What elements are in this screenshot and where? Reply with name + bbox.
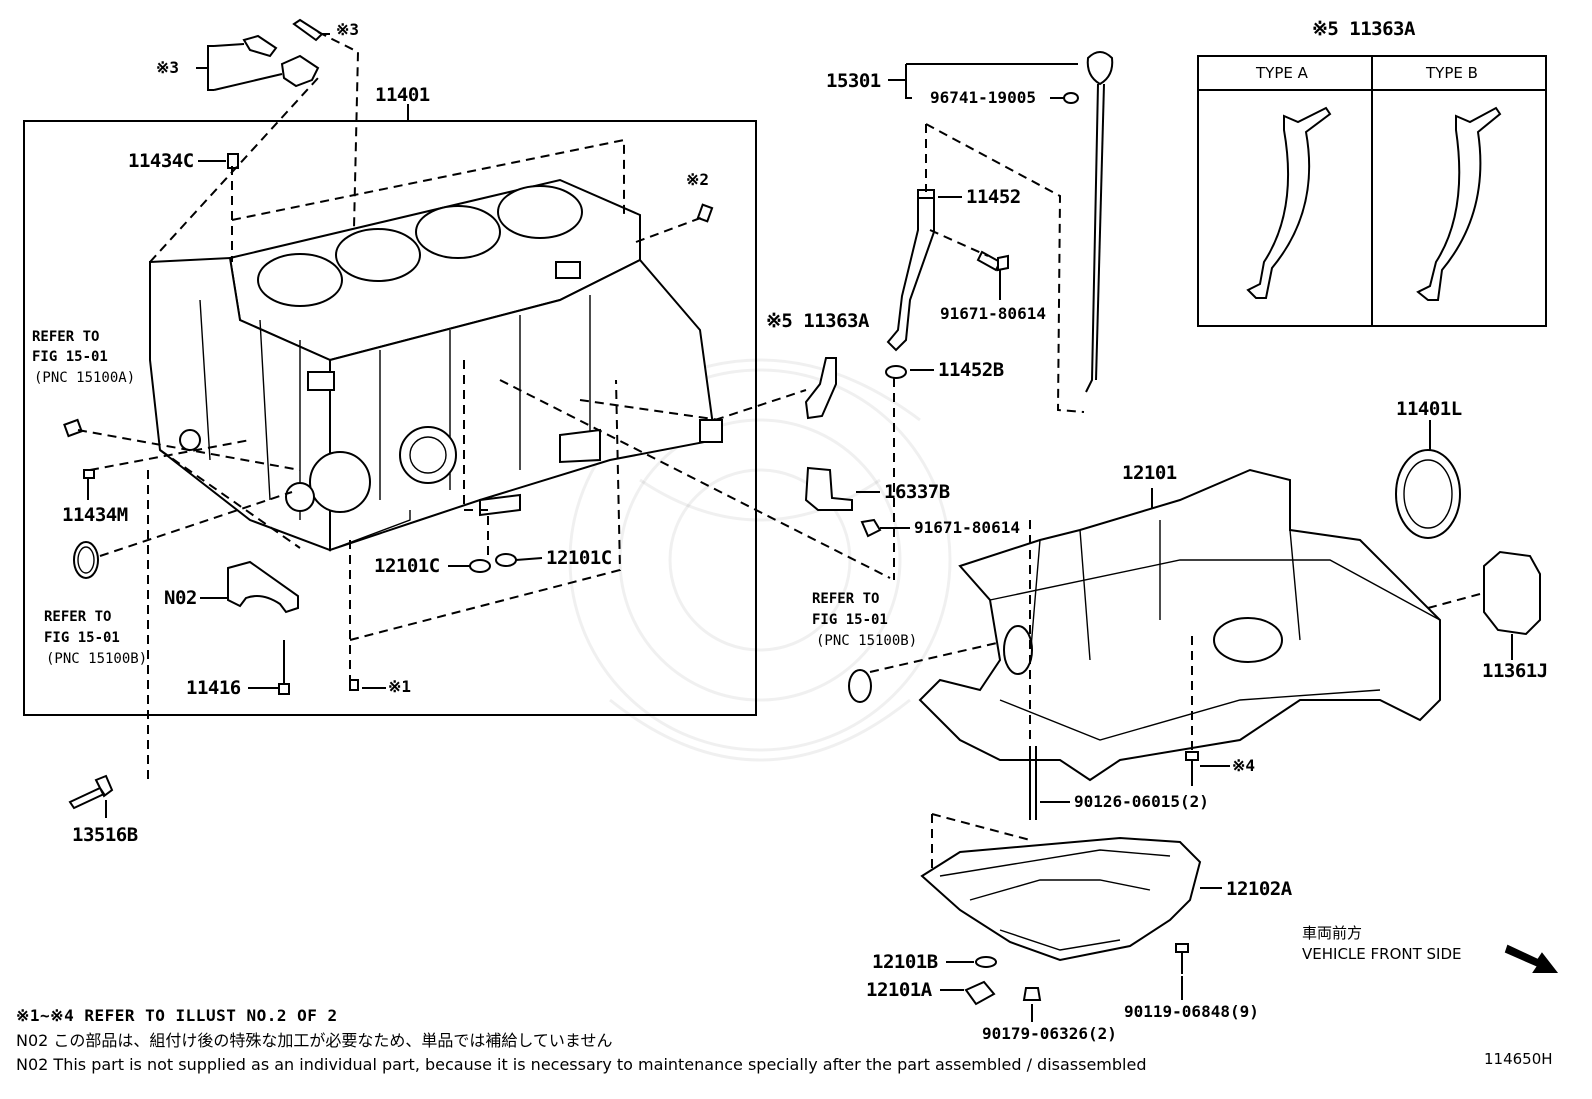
o-ring-12101c-2 xyxy=(495,553,517,567)
label-12101a[interactable]: 12101A xyxy=(866,979,932,1001)
cylinder-block-frame xyxy=(23,120,757,716)
label-pnc-1[interactable]: (PNC 15100A) xyxy=(34,370,136,386)
label-note2: ※2 xyxy=(686,170,710,189)
label-12101b[interactable]: 12101B xyxy=(872,951,938,973)
watermark-emblem xyxy=(568,358,952,762)
label-note3-top: ※3 xyxy=(336,20,360,39)
label-fig-2[interactable]: FIG 15-01 xyxy=(44,630,120,646)
label-type-b: TYPE B xyxy=(1426,64,1478,82)
label-96741-19005[interactable]: 96741-19005 xyxy=(930,88,1036,107)
label-12101c-a[interactable]: 12101C xyxy=(374,555,440,577)
label-note3-left: ※3 xyxy=(156,58,180,77)
label-11452b[interactable]: 11452B xyxy=(938,359,1004,381)
small-fittings xyxy=(63,18,714,691)
label-91671-80614-a[interactable]: 91671-80614 xyxy=(940,304,1046,323)
label-13516b[interactable]: 13516B xyxy=(72,824,138,846)
label-11361j[interactable]: 11361J xyxy=(1482,660,1548,682)
label-16337b[interactable]: 16337B xyxy=(884,481,950,503)
cover-11361j xyxy=(1427,550,1541,660)
cylinder-block-drawing xyxy=(149,178,723,552)
label-pnc-2[interactable]: (PNC 15100B) xyxy=(46,651,148,667)
oil-pan-lower-12102a xyxy=(920,813,1222,962)
footer-note-jp: N02 この部品は、組付け後の特殊な加工が必要なため、単品では補給していません xyxy=(16,1031,613,1050)
part-13516b xyxy=(68,774,114,810)
type-table xyxy=(1197,55,1547,327)
label-11363a-box[interactable]: ※5 11363A xyxy=(1312,18,1415,40)
label-90126-06015[interactable]: 90126-06015(2) xyxy=(1074,792,1209,811)
o-ring-12101c-1 xyxy=(469,559,491,573)
label-11401l[interactable]: 11401L xyxy=(1396,398,1462,420)
label-11416[interactable]: 11416 xyxy=(186,677,241,699)
dipstick-assembly xyxy=(804,51,1114,703)
label-12102a[interactable]: 12102A xyxy=(1226,878,1292,900)
oil-seal-11401l xyxy=(1395,420,1461,539)
label-front-jp: 車両前方 xyxy=(1302,924,1363,942)
label-12101c-b[interactable]: 12101C xyxy=(546,547,612,569)
bearing-cap-n02 xyxy=(227,560,299,695)
label-n02[interactable]: N02 xyxy=(164,587,197,609)
label-11363a-mid[interactable]: ※5 11363A xyxy=(766,310,869,332)
label-11434m[interactable]: 11434M xyxy=(62,504,128,526)
label-pnc-3[interactable]: (PNC 15100B) xyxy=(816,633,918,649)
label-refer-to-1[interactable]: REFER TO xyxy=(32,329,100,345)
fasteners-lower xyxy=(940,520,1230,1022)
oil-pan-upper-12101 xyxy=(918,468,1441,782)
label-15301[interactable]: 15301 xyxy=(826,70,881,92)
label-11401[interactable]: 11401 xyxy=(375,84,430,106)
leader-dashes-block xyxy=(77,31,891,780)
label-91671-80614-b[interactable]: 91671-80614 xyxy=(914,518,1020,537)
label-fig-3[interactable]: FIG 15-01 xyxy=(812,612,888,628)
label-90179-06326[interactable]: 90179-06326(2) xyxy=(982,1024,1117,1043)
label-11452[interactable]: 11452 xyxy=(966,186,1021,208)
vehicle-front-arrow-icon xyxy=(1504,944,1559,973)
label-refer-to-2[interactable]: REFER TO xyxy=(44,609,112,625)
label-note1: ※1 xyxy=(388,677,412,696)
footer-note-en: N02 This part is not supplied as an indi… xyxy=(16,1055,1147,1074)
footer-refer-note: ※1~※4 REFER TO ILLUST NO.2 OF 2 xyxy=(16,1006,338,1025)
label-note4: ※4 xyxy=(1232,756,1256,775)
label-refer-to-3[interactable]: REFER TO xyxy=(812,591,880,607)
label-type-a: TYPE A xyxy=(1256,64,1308,82)
label-front-en: VEHICLE FRONT SIDE xyxy=(1302,945,1462,963)
illustration-number: 114650H xyxy=(1484,1050,1553,1068)
label-90119-06848[interactable]: 90119-06848(9) xyxy=(1124,1002,1259,1021)
label-fig-1[interactable]: FIG 15-01 xyxy=(32,349,108,365)
leader-lines xyxy=(87,33,543,818)
label-11434c[interactable]: 11434C xyxy=(128,150,194,172)
label-12101[interactable]: 12101 xyxy=(1122,462,1177,484)
